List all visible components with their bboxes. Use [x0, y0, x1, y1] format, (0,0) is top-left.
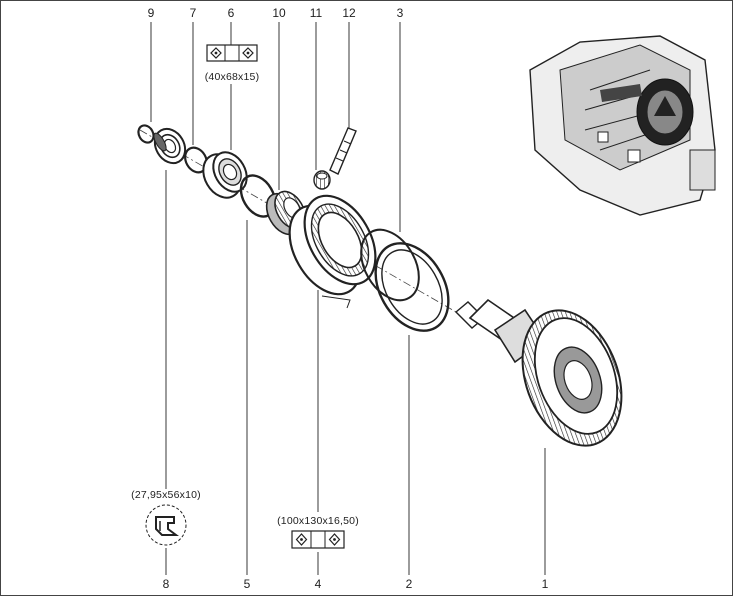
callout-11: 11 — [310, 6, 323, 20]
callout-5: 5 — [244, 577, 251, 591]
callout-9: 9 — [148, 6, 155, 20]
part-9-circlip — [137, 124, 155, 144]
part-1-differential-gear — [454, 298, 623, 447]
callout-10: 10 — [272, 6, 286, 20]
dimension-label-8: (27,95x56x10) — [131, 489, 201, 501]
part-12-shaft — [329, 127, 357, 175]
callout-1: 1 — [542, 577, 549, 591]
callout-12: 12 — [342, 6, 356, 20]
part-4-large-bearing — [288, 194, 377, 309]
callout-8: 8 — [163, 577, 170, 591]
part-2-shim-ring — [374, 242, 450, 332]
bearing-symbol-icon — [206, 44, 258, 62]
callout-7: 7 — [190, 6, 197, 20]
bearing-symbol-icon — [291, 530, 345, 549]
part-8-small-bearing — [153, 127, 187, 165]
callout-4: 4 — [315, 577, 322, 591]
leader-lines — [150, 22, 546, 575]
gearbox-housing-icon — [529, 35, 716, 216]
part-11-pinion — [313, 170, 331, 190]
part-6-ball-bearing — [202, 151, 248, 199]
callout-3: 3 — [397, 6, 404, 20]
callout-6: 6 — [228, 6, 235, 20]
dimension-label-4: (100x130x16,50) — [277, 515, 359, 527]
callout-2: 2 — [406, 577, 413, 591]
oil-seal-icon — [145, 504, 187, 546]
dimension-label-6: (40x68x15) — [205, 71, 260, 83]
